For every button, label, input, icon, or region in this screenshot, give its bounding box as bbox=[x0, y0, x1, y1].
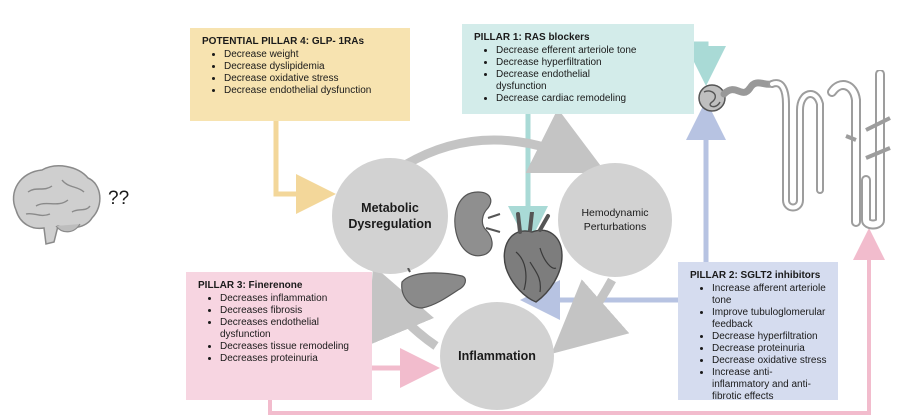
list-item: Decreases tissue remodeling bbox=[220, 341, 362, 353]
list-item: Improve tubuloglomerular feedback bbox=[712, 307, 828, 331]
brain-icon bbox=[12, 165, 101, 245]
nephron-icon bbox=[698, 70, 891, 230]
cycle-arrow-left bbox=[367, 265, 439, 350]
cycle-arrow-right bbox=[551, 277, 630, 354]
pillar2-box: PILLAR 2: SGLT2 inhibitors Increase affe… bbox=[678, 262, 838, 403]
pillar4-box: POTENTIAL PILLAR 4: GLP- 1RAs Decrease w… bbox=[190, 28, 410, 121]
list-item: Decrease endothelial dysfunction bbox=[224, 85, 400, 97]
list-item: Decrease oxidative stress bbox=[224, 73, 400, 85]
pillar3-list: Decreases inflammation Decreases fibrosi… bbox=[198, 293, 362, 365]
cycle-arrow-top bbox=[402, 108, 607, 174]
list-item: Decrease weight bbox=[224, 49, 400, 61]
list-item: Increase afferent arteriole tone bbox=[712, 283, 828, 307]
list-item: Decrease dyslipidemia bbox=[224, 61, 400, 73]
inflammation-label: Inflammation bbox=[458, 349, 536, 363]
pillar2-title: PILLAR 2: SGLT2 inhibitors bbox=[690, 270, 821, 281]
pillar1-box: PILLAR 1: RAS blockers Decrease efferent… bbox=[462, 24, 694, 114]
metabolic-dysregulation-circle: Metabolic Dysregulation bbox=[332, 158, 448, 274]
inflammation-circle: Inflammation bbox=[440, 302, 554, 410]
list-item: Decrease cardiac remodeling bbox=[496, 93, 684, 105]
list-item: Decrease oxidative stress bbox=[712, 355, 828, 367]
metabolic-dysregulation-label: Metabolic Dysregulation bbox=[348, 201, 432, 231]
list-item: Decreases inflammation bbox=[220, 293, 362, 305]
list-item: Decrease efferent arteriole tone bbox=[496, 45, 684, 57]
liver-icon bbox=[401, 268, 467, 309]
pillar1-title: PILLAR 1: RAS blockers bbox=[474, 32, 590, 43]
list-item: Decrease hyperfiltration bbox=[712, 331, 828, 343]
pillar3-title: PILLAR 3: Finerenone bbox=[198, 280, 303, 291]
pillar4-list: Decrease weight Decrease dyslipidemia De… bbox=[202, 49, 400, 97]
pillar1-nephron-connector bbox=[686, 41, 726, 86]
question-marks: ?? bbox=[108, 188, 130, 209]
pillar2-list: Increase afferent arteriole tone Improve… bbox=[690, 283, 828, 403]
kidney-icon bbox=[454, 191, 501, 257]
heart-icon bbox=[503, 212, 563, 303]
list-item: Decrease hyperfiltration bbox=[496, 57, 684, 69]
pillar4-title: POTENTIAL PILLAR 4: GLP- 1RAs bbox=[202, 36, 365, 47]
pillar4-connector bbox=[273, 121, 336, 214]
hemodynamic-perturbations-circle: Hemodynamic Perturbations bbox=[558, 163, 672, 277]
pillar3-bottom-connector bbox=[268, 228, 885, 415]
list-item: Decrease proteinuria bbox=[712, 343, 828, 355]
pillar3-box: PILLAR 3: Finerenone Decreases inflammat… bbox=[186, 272, 372, 400]
pillar1-list: Decrease efferent arteriole tone Decreas… bbox=[474, 45, 684, 105]
list-item: Decreases endothelial dysfunction bbox=[220, 317, 340, 341]
list-item: Increase anti-inflammatory and anti-fibr… bbox=[712, 367, 828, 403]
list-item: Decrease endothelial dysfunction bbox=[496, 69, 616, 93]
hemodynamic-perturbations-label: Hemodynamic Perturbations bbox=[581, 207, 649, 233]
list-item: Decreases fibrosis bbox=[220, 305, 362, 317]
list-item: Decreases proteinuria bbox=[220, 353, 362, 365]
